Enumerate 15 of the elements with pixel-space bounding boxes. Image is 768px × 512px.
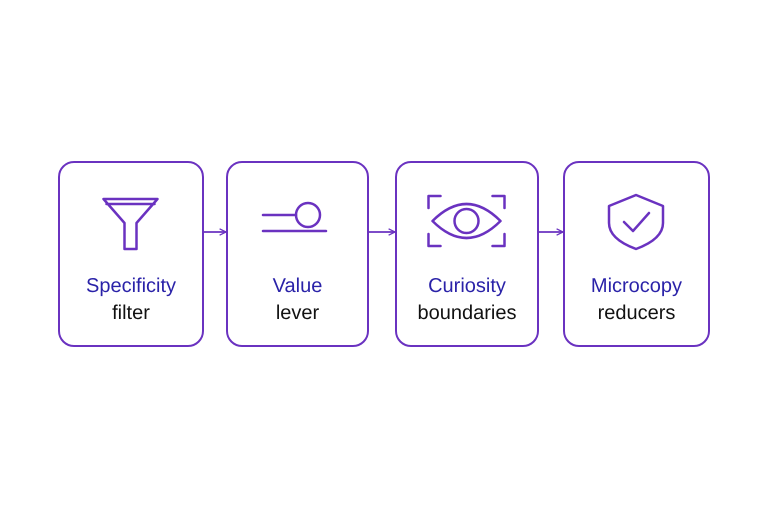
arrow xyxy=(204,228,227,236)
step-title: Value xyxy=(272,275,324,298)
step-card xyxy=(226,161,369,347)
step-title: Curiosity xyxy=(427,275,507,298)
step-card xyxy=(58,161,204,347)
step-subtitle: reducers xyxy=(596,302,676,325)
arrow xyxy=(369,228,396,236)
step-card xyxy=(395,161,539,347)
step-subtitle: boundaries xyxy=(416,302,518,325)
step-title: Microcopy xyxy=(590,275,684,298)
arrow xyxy=(539,228,564,236)
step-subtitle: filter xyxy=(111,302,151,325)
step-subtitle: lever xyxy=(274,302,320,325)
step-card xyxy=(563,161,710,347)
step-title: Specificity xyxy=(84,275,178,298)
